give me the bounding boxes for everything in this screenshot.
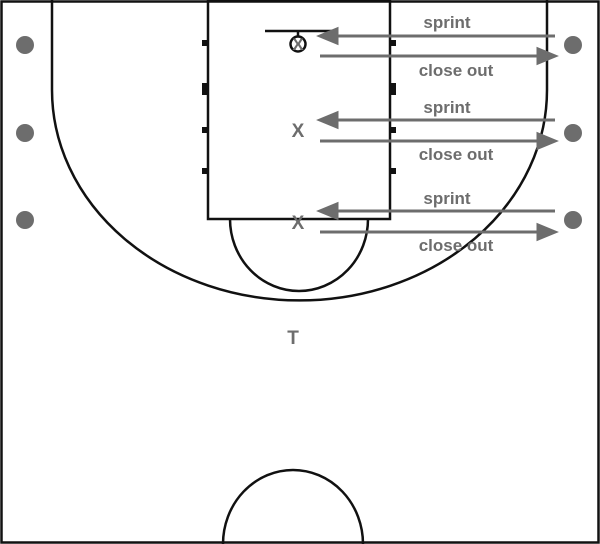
player-dot [16,211,34,229]
player-dot [564,211,582,229]
free-throw-semicircle [228,218,370,293]
closeout-label: close out [419,61,494,80]
player-dot [564,124,582,142]
player-dot [16,36,34,54]
sprint-label: sprint [423,13,471,32]
three-point-arc [50,0,549,302]
lane [206,0,392,221]
sprint-label: sprint [423,98,471,117]
defender-marker: X [292,121,305,142]
defender-marker: X [292,213,305,234]
center-circle [221,468,365,544]
defender-marker: X [292,35,304,54]
lane-hash-marks [202,40,396,174]
coach-marker: T [287,328,299,349]
closeout-label: close out [419,145,494,164]
rim [289,35,307,53]
player-dots [16,36,582,229]
closeout-label: close out [419,236,494,255]
player-dot [564,36,582,54]
sprint-label: sprint [423,189,471,208]
player-dot [16,124,34,142]
